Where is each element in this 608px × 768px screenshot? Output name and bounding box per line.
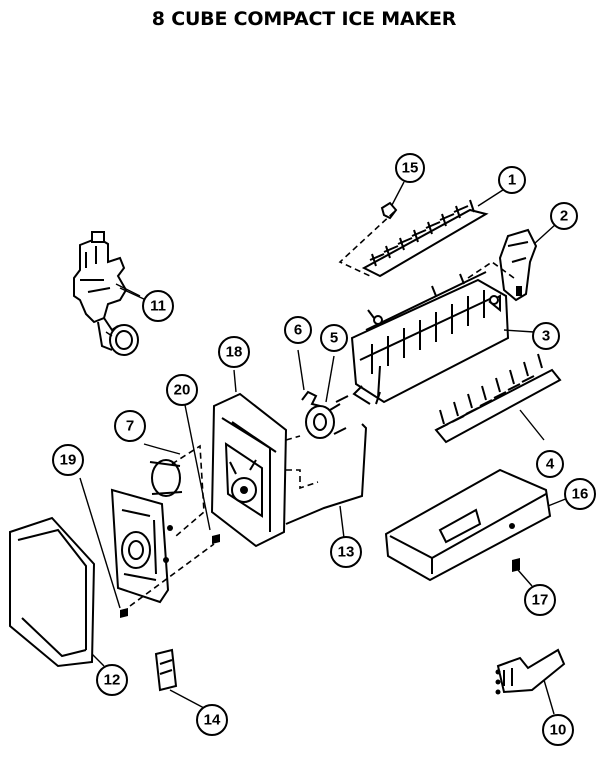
leader-19 xyxy=(79,477,121,609)
svg-text:7: 7 xyxy=(126,418,134,435)
svg-text:1: 1 xyxy=(508,172,516,189)
part-screw-19 xyxy=(120,608,128,618)
part-label-tag xyxy=(154,648,178,692)
callout-6: 6 xyxy=(284,316,312,344)
leader-2 xyxy=(533,223,557,245)
leader-6 xyxy=(297,349,305,391)
svg-text:13: 13 xyxy=(338,544,355,561)
leader-20 xyxy=(183,399,211,531)
svg-text:12: 12 xyxy=(104,672,121,689)
callout-20: 20 xyxy=(166,374,198,406)
leader-11 xyxy=(119,287,147,301)
svg-text:20: 20 xyxy=(174,382,191,399)
part-motor-housing xyxy=(210,392,288,548)
callout-12: 12 xyxy=(96,664,128,696)
callout-1: 1 xyxy=(498,166,526,194)
part-mounting-bracket xyxy=(384,468,552,582)
part-fill-cup xyxy=(498,228,538,302)
part-front-cover xyxy=(9,516,96,668)
leader-14 xyxy=(169,689,205,709)
svg-text:2: 2 xyxy=(560,208,568,225)
leader-10 xyxy=(543,679,555,715)
leader-4 xyxy=(519,409,545,441)
part-water-valve xyxy=(73,231,141,356)
callout-11: 11 xyxy=(142,290,174,322)
part-wire-harness xyxy=(285,423,368,525)
svg-text:6: 6 xyxy=(294,322,302,339)
dashed-guide-housing xyxy=(285,435,319,490)
leader-3 xyxy=(503,329,535,333)
part-screw-20 xyxy=(212,534,220,544)
dashed-guide-motor xyxy=(129,444,215,607)
callout-10: 10 xyxy=(542,714,574,746)
callout-5: 5 xyxy=(320,324,348,352)
leader-16 xyxy=(547,497,569,507)
part-cam-gear xyxy=(305,403,347,439)
leader-13 xyxy=(339,505,345,539)
callout-16: 16 xyxy=(564,478,596,510)
svg-text:16: 16 xyxy=(572,486,589,503)
callout-17: 17 xyxy=(524,584,556,616)
svg-text:18: 18 xyxy=(226,344,243,361)
leader-17 xyxy=(517,569,533,587)
svg-text:3: 3 xyxy=(542,328,550,345)
diagram-title: 8 CUBE COMPACT ICE MAKER xyxy=(151,8,457,30)
leader-5 xyxy=(325,355,335,403)
callout-15: 15 xyxy=(395,153,425,183)
leader-7 xyxy=(143,443,181,455)
callout-7: 7 xyxy=(114,410,146,442)
svg-text:11: 11 xyxy=(150,298,166,315)
svg-text:19: 19 xyxy=(60,452,77,469)
callout-18: 18 xyxy=(218,336,250,368)
svg-text:4: 4 xyxy=(546,456,555,473)
callout-2: 2 xyxy=(550,202,578,230)
svg-text:17: 17 xyxy=(532,592,549,609)
callout-3: 3 xyxy=(532,322,560,350)
part-ejector-top xyxy=(361,199,489,278)
svg-text:5: 5 xyxy=(330,330,338,347)
leader-1 xyxy=(477,187,507,207)
part-ice-mold xyxy=(335,271,510,405)
part-wire-connector xyxy=(495,648,566,695)
callout-4: 4 xyxy=(536,450,564,478)
callout-14: 14 xyxy=(196,704,228,736)
part-clip xyxy=(380,201,398,220)
svg-text:14: 14 xyxy=(204,712,221,729)
svg-text:10: 10 xyxy=(550,722,567,739)
part-screw-17 xyxy=(512,558,520,572)
leader-12 xyxy=(91,653,105,667)
part-spring xyxy=(301,390,321,407)
leader-18 xyxy=(233,369,237,393)
part-ejector-lower xyxy=(434,353,562,444)
callout-19: 19 xyxy=(52,444,84,476)
svg-text:15: 15 xyxy=(402,160,419,177)
leader-15 xyxy=(391,181,405,206)
callout-13: 13 xyxy=(330,536,362,568)
dashed-guide-15 xyxy=(338,211,395,277)
part-motor-assembly xyxy=(110,459,183,604)
